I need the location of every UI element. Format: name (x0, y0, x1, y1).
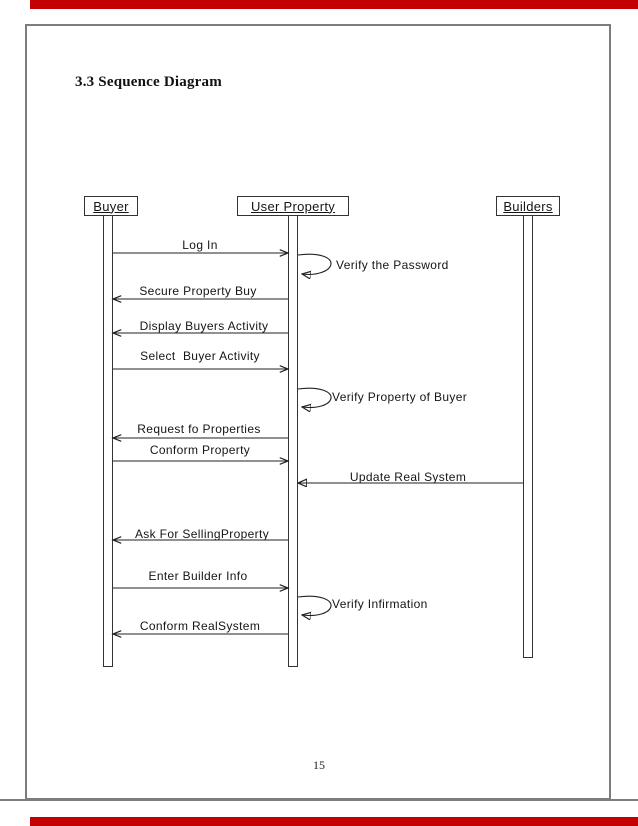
message-label-ask-for-sellingproperty: Ask For SellingProperty (134, 527, 270, 541)
message-label-update-real-system: Update Real System (349, 470, 467, 484)
actor-label-buyer: Buyer (93, 198, 129, 214)
message-label-select-buyer-activity: Select Buyer Activity (140, 349, 260, 363)
message-label-display-buyers-activity: Display Buyers Activity (139, 319, 269, 333)
message-label-secure-property-buy: Secure Property Buy (139, 284, 257, 298)
actor-box-buyer: Buyer (84, 196, 138, 216)
message-label-verify-infirmation: Verify Infirmation (332, 597, 428, 611)
message-label-request-fo-properties: Request fo Properties (137, 422, 261, 436)
message-label-log-in: Log In (182, 238, 218, 252)
message-label-conform-realsystem: Conform RealSystem (139, 619, 261, 633)
page-number: 15 (313, 758, 325, 772)
lifeline-buyer (103, 215, 113, 667)
section-title: 3.3 Sequence Diagram (75, 74, 222, 90)
actor-box-builders: Builders (496, 196, 560, 216)
actor-box-user-property: User Property (237, 196, 349, 216)
actor-label-user-property: User Property (250, 198, 336, 214)
message-label-enter-builder-info: Enter Builder Info (148, 569, 248, 583)
scan-edge-artifact-top (30, 0, 638, 9)
lifeline-user-property (288, 215, 298, 667)
message-label-conform-property: Conform Property (149, 443, 251, 457)
scan-bottom-rule (0, 799, 638, 801)
scan-edge-artifact-bottom (30, 817, 638, 826)
message-label-verify-property-of-buyer: Verify Property of Buyer (332, 390, 468, 404)
actor-label-builders: Builders (503, 198, 553, 214)
page-border (25, 24, 611, 800)
message-label-verify-the-password: Verify the Password (336, 258, 449, 272)
lifeline-builders (523, 215, 533, 658)
